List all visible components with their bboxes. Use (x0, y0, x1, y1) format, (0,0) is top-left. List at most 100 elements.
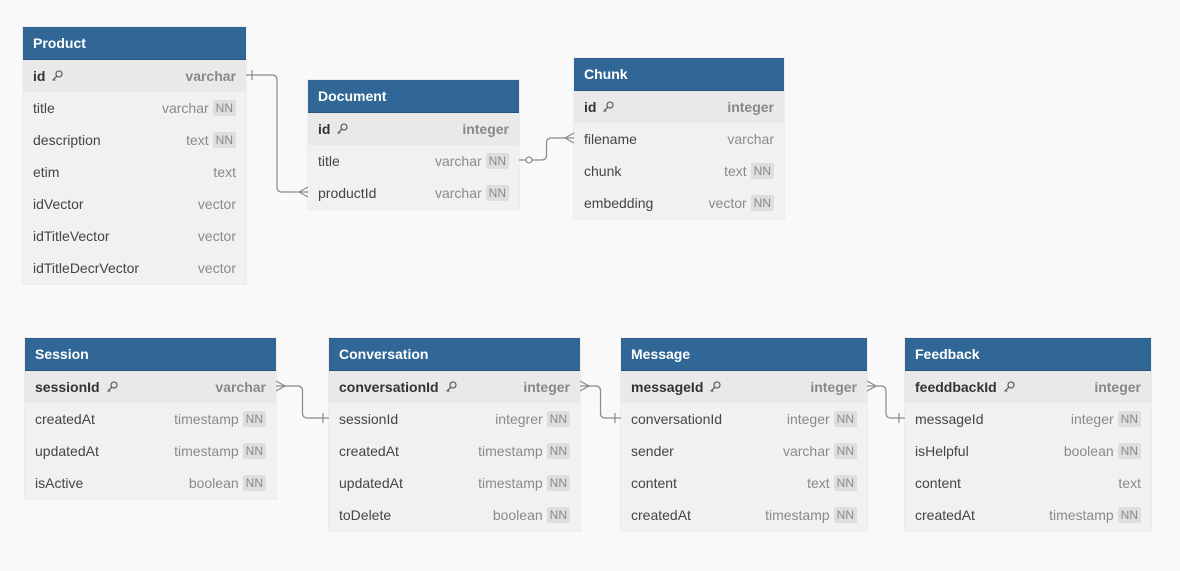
table-header-product[interactable]: Product (23, 27, 246, 60)
not-null-badge: NN (833, 411, 857, 427)
field-name-wrap: idTitleVector (33, 228, 110, 244)
field-name-wrap: toDelete (339, 507, 391, 523)
field-name-wrap: idTitleDecrVector (33, 260, 139, 276)
field-type: integrer (495, 411, 543, 427)
field-name: sessionId (339, 411, 399, 427)
table-header-document[interactable]: Document (308, 80, 519, 113)
field-name-wrap: embedding (584, 195, 653, 211)
field-type-wrap: integer (462, 121, 509, 137)
field-name-wrap: conversationId (631, 411, 722, 427)
crowfoot-many-marker (275, 380, 287, 392)
field-type: varchar (782, 443, 830, 459)
field-name: updatedAt (339, 475, 403, 491)
field-type: vector (197, 196, 236, 212)
field-type: varchar (185, 68, 236, 84)
field-name: chunk (584, 163, 622, 179)
field-type: integer (462, 121, 509, 137)
table-header-session[interactable]: Session (25, 338, 276, 371)
key-icon (105, 380, 119, 394)
not-null-badge: NN (750, 195, 774, 211)
field-type-wrap: integer (727, 99, 774, 115)
field-name: sessionId (35, 379, 100, 395)
field-name-wrap: filename (584, 131, 637, 147)
field-row[interactable]: sessionId varchar (25, 371, 276, 403)
crowfoot-many-marker (866, 380, 878, 392)
not-null-badge: NN (1117, 411, 1141, 427)
field-row[interactable]: id integer (574, 91, 784, 123)
field-name: conversationId (631, 411, 723, 427)
field-type: integer (1070, 411, 1114, 427)
table-header-conversation[interactable]: Conversation (329, 338, 580, 371)
field-name: description (33, 132, 101, 148)
field-type-wrap: varchar (215, 379, 266, 395)
zero-or-one-marker (525, 156, 533, 164)
field-type: text (724, 163, 747, 179)
field-name: feeddbackId (915, 379, 997, 395)
field-type: text (213, 164, 236, 180)
table-header-chunk[interactable]: Chunk (574, 58, 784, 91)
field-name: id (584, 99, 597, 115)
not-null-badge: NN (485, 153, 509, 169)
not-null-badge: NN (212, 132, 236, 148)
field-type: text (807, 475, 830, 491)
table-header-feedback[interactable]: Feedback (905, 338, 1151, 371)
field-name-wrap: messageId (915, 411, 983, 427)
table-feedback[interactable]: Feedback feeddbackId integer messageId integ… (905, 338, 1151, 531)
table-header-message[interactable]: Message (621, 338, 867, 371)
key-icon (335, 122, 349, 136)
field-name-wrap: chunk (584, 163, 621, 179)
not-null-badge: NN (1117, 443, 1141, 459)
field-name: title (33, 100, 55, 116)
field-type: text (186, 132, 209, 148)
field-type: integer (1094, 379, 1141, 395)
relationship-line (276, 385, 329, 419)
field-row[interactable]: feeddbackId integer (905, 371, 1151, 403)
field-name: content (631, 475, 677, 491)
field-type: timestamp (1049, 507, 1114, 523)
